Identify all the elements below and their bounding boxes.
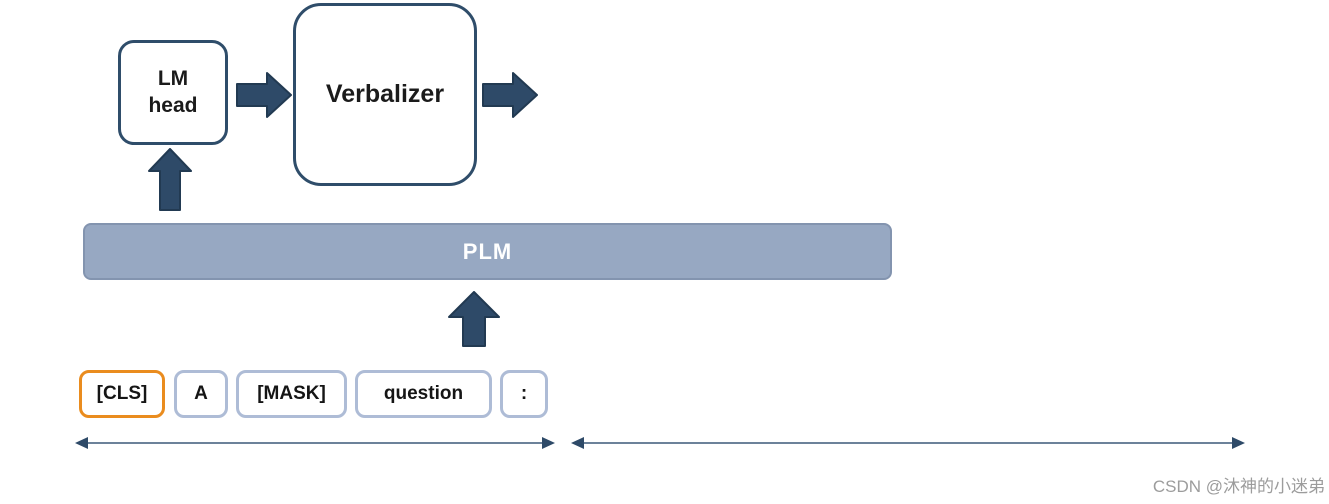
token-cls: [CLS] xyxy=(79,370,165,418)
lm-head-box: LM head xyxy=(118,40,228,145)
token-mask: [MASK] xyxy=(236,370,347,418)
watermark: CSDN @沐神的小迷弟 xyxy=(1152,477,1325,496)
arrow-right-icon xyxy=(236,70,293,120)
token-question: question xyxy=(355,370,492,418)
token-label: [CLS] xyxy=(96,383,148,404)
token-label: A xyxy=(194,383,208,404)
double-arrow-icon xyxy=(74,434,556,452)
verbalizer-box: Verbalizer xyxy=(293,3,477,186)
token-colon: : xyxy=(500,370,548,418)
token-a: A xyxy=(174,370,228,418)
arrow-right-icon xyxy=(482,70,539,120)
plm-bar: PLM xyxy=(83,223,892,280)
arrow-up-icon xyxy=(148,148,193,211)
lm-head-label: LM head xyxy=(148,67,198,117)
token-label: [MASK] xyxy=(257,383,326,404)
verbalizer-label: Verbalizer xyxy=(325,80,445,108)
double-arrow-icon xyxy=(570,434,1246,452)
arrow-up-icon xyxy=(448,291,500,347)
token-label: question xyxy=(383,383,464,404)
token-label: : xyxy=(520,383,528,404)
plm-label: PLM xyxy=(462,238,513,264)
